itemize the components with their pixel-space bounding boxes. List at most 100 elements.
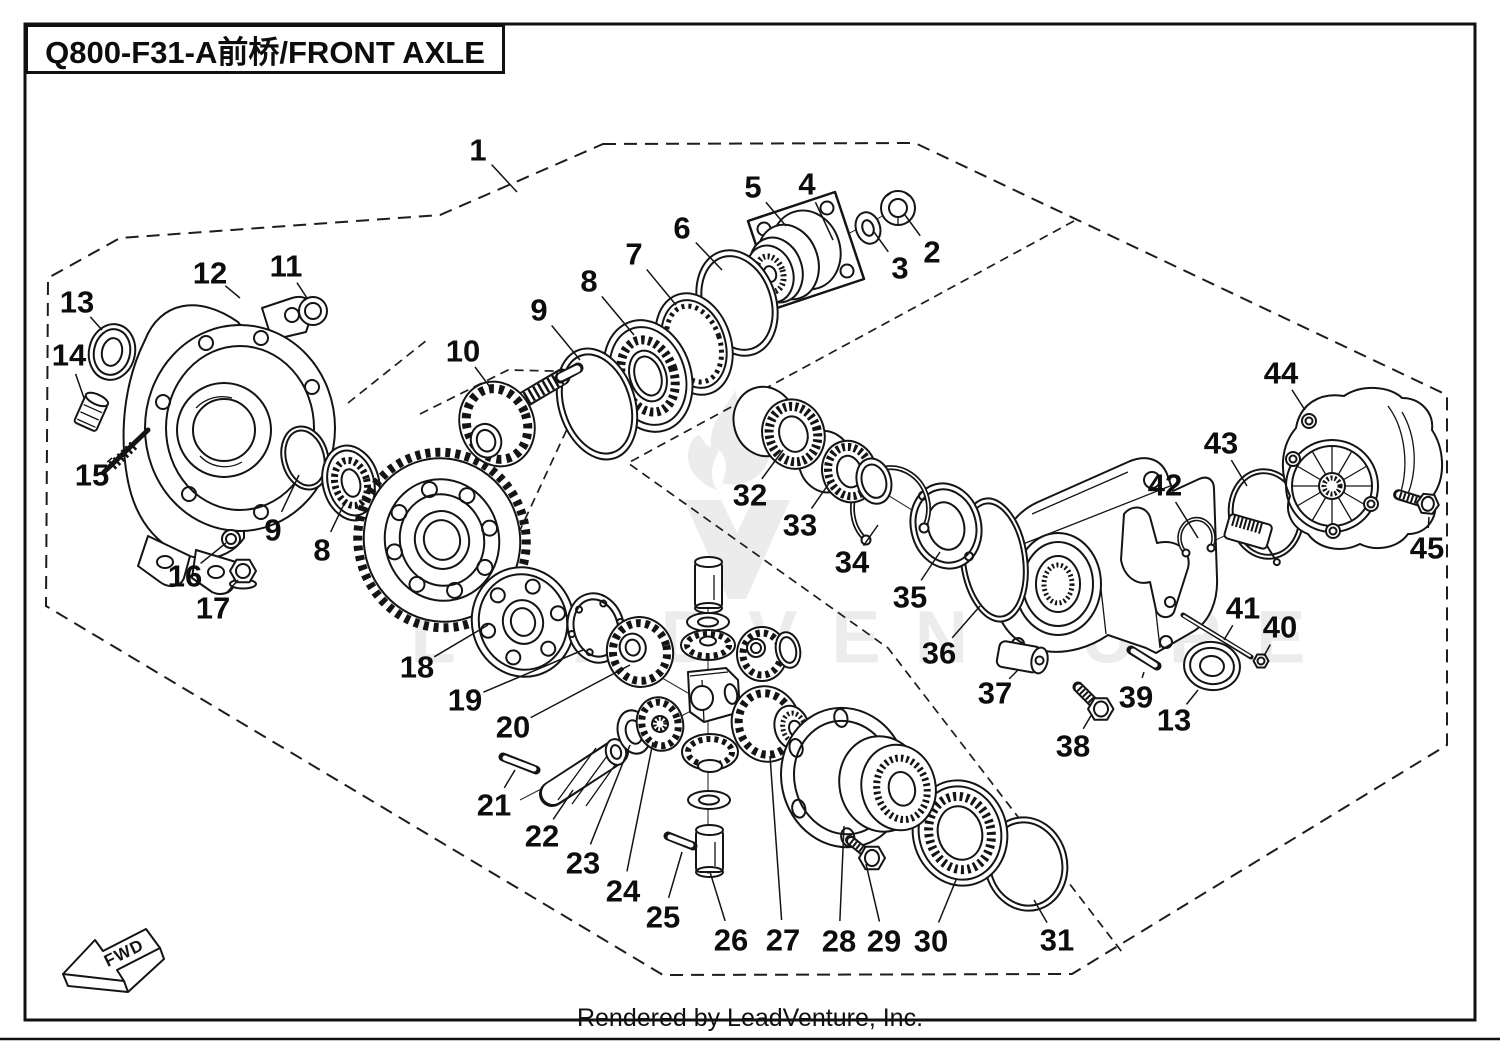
callout-13[interactable]: 13 <box>60 285 94 320</box>
leader-line <box>483 649 584 693</box>
part-nut-2 <box>880 190 916 226</box>
callout-13[interactable]: 13 <box>1157 703 1191 738</box>
part-pinion-gear-24 <box>635 696 685 752</box>
callout-11[interactable]: 11 <box>270 249 303 284</box>
leader-line <box>1008 669 1019 680</box>
callout-15[interactable]: 15 <box>75 458 109 493</box>
part-seal-13-left <box>87 323 137 381</box>
leader-line <box>646 268 677 306</box>
callout-27[interactable]: 27 <box>766 923 800 958</box>
callout-26[interactable]: 26 <box>714 923 748 958</box>
leader-line <box>601 295 635 336</box>
callout-12[interactable]: 12 <box>193 256 227 291</box>
leader-line <box>1291 389 1306 411</box>
callout-20[interactable]: 20 <box>496 710 530 745</box>
callout-41[interactable]: 41 <box>1226 591 1260 626</box>
callout-6[interactable]: 6 <box>673 211 690 246</box>
callout-3[interactable]: 3 <box>891 251 908 286</box>
callout-10[interactable]: 10 <box>446 334 480 369</box>
part-nut-40 <box>1252 653 1270 669</box>
footer-credit: Rendered by LeadVenture, Inc. <box>576 1004 924 1032</box>
callout-45[interactable]: 45 <box>1410 531 1444 566</box>
callout-4[interactable]: 4 <box>798 167 816 202</box>
part-plug-14 <box>73 391 110 432</box>
part-bolt-29 <box>845 835 886 871</box>
leader-line <box>920 551 941 581</box>
leader-line <box>951 605 981 639</box>
page-border <box>23 22 1477 1022</box>
part-oring-9-left <box>280 425 330 491</box>
leader-line <box>200 542 227 565</box>
callout-38[interactable]: 38 <box>1056 729 1090 764</box>
part-bearing-33 <box>797 429 893 505</box>
part-bushing-11 <box>298 296 328 326</box>
callout-19[interactable]: 19 <box>448 683 482 718</box>
callout-43[interactable]: 43 <box>1204 426 1238 461</box>
callout-40[interactable]: 40 <box>1263 610 1297 645</box>
callout-22[interactable]: 22 <box>525 819 559 854</box>
callout-29[interactable]: 29 <box>867 924 901 959</box>
leader-line <box>551 324 581 361</box>
leader-line <box>1141 671 1145 679</box>
leader-line <box>224 285 241 299</box>
part-hub-flange-28 <box>780 706 937 849</box>
page-title-box: Q800-F31-A前桥/FRONT AXLE <box>25 24 505 74</box>
callout-18[interactable]: 18 <box>400 650 434 685</box>
part-pin-21 <box>498 752 541 775</box>
part-shift-fork <box>1120 506 1190 618</box>
leader-line <box>280 474 300 513</box>
leader-line <box>814 201 834 241</box>
leader-line <box>937 879 957 923</box>
callout-5[interactable]: 5 <box>744 170 761 205</box>
part-clip-42 <box>1177 516 1216 558</box>
callout-37[interactable]: 37 <box>978 676 1012 711</box>
leader-line <box>667 851 683 899</box>
leader-line <box>626 741 654 872</box>
callout-28[interactable]: 28 <box>822 924 856 959</box>
callout-9[interactable]: 9 <box>264 513 281 548</box>
leader-line <box>74 373 85 399</box>
callout-42[interactable]: 42 <box>1148 468 1182 503</box>
callout-14[interactable]: 14 <box>52 338 87 373</box>
callout-32[interactable]: 32 <box>733 478 767 513</box>
part-seal-13-right <box>1183 640 1241 692</box>
callout-8[interactable]: 8 <box>580 264 597 299</box>
part-actuator-block <box>1223 513 1281 567</box>
leader-line <box>1427 516 1430 529</box>
callout-25[interactable]: 25 <box>646 900 680 935</box>
callout-16[interactable]: 16 <box>168 559 202 594</box>
callout-44[interactable]: 44 <box>1264 356 1299 391</box>
callout-30[interactable]: 30 <box>914 924 948 959</box>
part-pivot-37 <box>995 640 1049 675</box>
callout-23[interactable]: 23 <box>566 846 600 881</box>
callout-24[interactable]: 24 <box>606 874 641 909</box>
part-bearing-8-top <box>602 319 694 433</box>
part-bolt-38 <box>1072 681 1115 721</box>
callout-34[interactable]: 34 <box>835 545 870 580</box>
leader-line <box>865 863 881 922</box>
leader-line <box>89 316 103 331</box>
callout-17[interactable]: 17 <box>196 591 230 626</box>
callout-9[interactable]: 9 <box>530 293 547 328</box>
callout-7[interactable]: 7 <box>625 237 642 272</box>
callout-39[interactable]: 39 <box>1119 680 1153 715</box>
leader-line <box>709 871 726 922</box>
callout-33[interactable]: 33 <box>783 508 817 543</box>
callout-21[interactable]: 21 <box>477 788 511 823</box>
leader-line <box>1223 624 1234 641</box>
leader-line <box>1185 689 1199 705</box>
callout-2[interactable]: 2 <box>923 235 940 270</box>
part-ring-gear <box>353 447 531 633</box>
leader-line <box>695 241 723 271</box>
callout-35[interactable]: 35 <box>893 580 927 615</box>
leader-line <box>862 524 879 547</box>
leader-line <box>106 457 113 463</box>
part-bolt-45 <box>1393 489 1440 515</box>
callout-8[interactable]: 8 <box>313 533 330 568</box>
callout-36[interactable]: 36 <box>922 636 956 671</box>
callout-31[interactable]: 31 <box>1040 923 1074 958</box>
leader-line <box>769 755 783 921</box>
callout-1[interactable]: 1 <box>469 133 486 168</box>
leader-line <box>589 744 631 845</box>
leader-line <box>761 449 784 480</box>
